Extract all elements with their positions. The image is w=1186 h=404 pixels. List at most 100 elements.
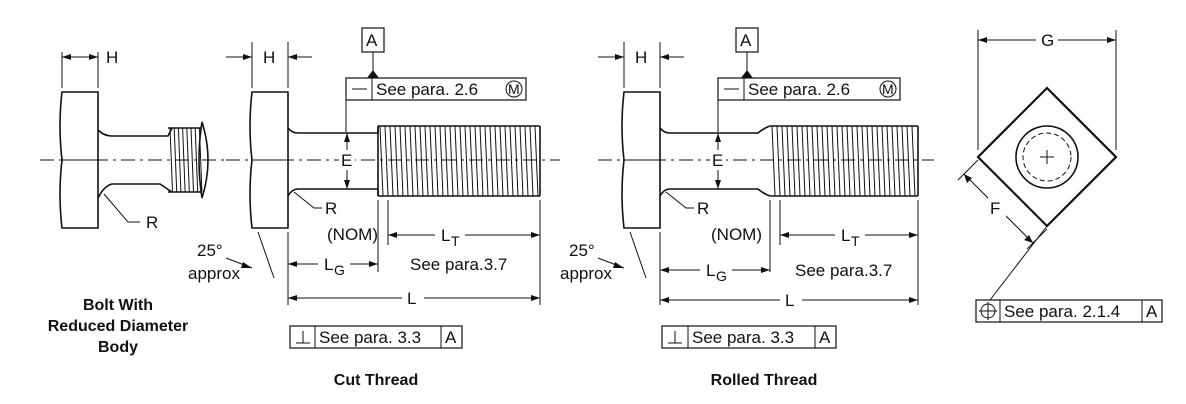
thread-line xyxy=(534,125,539,197)
reduced-body-bolt-view: H R xyxy=(40,48,228,232)
rolled-see37-label: See para.3.7 xyxy=(795,261,892,280)
thread-line xyxy=(384,125,389,197)
thread-line xyxy=(831,125,836,197)
thread-line xyxy=(881,125,886,197)
thread-line xyxy=(781,125,786,197)
thread-line xyxy=(409,125,414,197)
thread-line xyxy=(901,125,906,197)
cut-lt-sub: T xyxy=(451,233,460,249)
cut-lg-sub: G xyxy=(334,262,345,278)
thread-line xyxy=(811,125,816,197)
cut-mmc-symbol: M xyxy=(508,81,520,97)
thread-line xyxy=(519,125,524,197)
thread-line xyxy=(509,125,514,197)
rolled-lg-label: L xyxy=(706,261,715,280)
caption-reduced-line1: Bolt With xyxy=(83,297,153,314)
thread-line xyxy=(791,125,796,197)
f-label: F xyxy=(990,199,1000,218)
thread-line xyxy=(399,125,404,197)
thread-line xyxy=(469,125,474,197)
rolled-perp-datum: A xyxy=(819,328,831,347)
thread-line xyxy=(796,125,801,197)
thread-line xyxy=(841,125,846,197)
rolled-approx-label: approx xyxy=(560,264,612,283)
thread-line xyxy=(404,125,409,197)
cut-h-label: H xyxy=(263,48,275,67)
thread-line xyxy=(771,125,776,197)
caption-reduced-line3: Body xyxy=(98,339,138,356)
thread-line xyxy=(499,125,504,197)
thread-line xyxy=(489,125,494,197)
thread-line xyxy=(866,125,871,197)
cut-perp-datum: A xyxy=(445,328,457,347)
rolled-mmc-symbol: M xyxy=(882,81,894,97)
thread-line xyxy=(449,125,454,197)
thread-line xyxy=(861,125,866,197)
thread-line xyxy=(169,127,174,193)
cut-r-label: R xyxy=(325,199,337,218)
thread-line xyxy=(190,127,195,193)
caption-cut-thread: Cut Thread xyxy=(334,372,418,389)
thread-line xyxy=(871,125,876,197)
thread-line xyxy=(524,125,529,197)
cut-straightness-text: See para. 2.6 xyxy=(376,80,478,99)
thread-line xyxy=(474,125,479,197)
rolled-e-label: E xyxy=(712,151,723,170)
rolled-perp-text: See para. 3.3 xyxy=(692,328,794,347)
thread-line xyxy=(816,125,821,197)
thread-line xyxy=(379,125,384,197)
position-text: See para. 2.1.4 xyxy=(1004,302,1120,321)
thread-line xyxy=(896,125,901,197)
thread-line xyxy=(529,125,534,197)
rolled-thread-view: H A See para. 2.6 M E R 25° approx (N xyxy=(560,27,934,349)
thread-line xyxy=(906,125,911,197)
thread-line xyxy=(776,125,781,197)
rolled-lg-sub: G xyxy=(716,268,727,284)
thread-line xyxy=(394,125,399,197)
thread-line xyxy=(459,125,464,197)
thread-line xyxy=(419,125,424,197)
caption-rolled-thread: Rolled Thread xyxy=(711,372,818,389)
rolled-r-label: R xyxy=(697,199,709,218)
thread-line xyxy=(891,125,896,197)
thread-line xyxy=(911,125,916,197)
thread-line xyxy=(846,125,851,197)
thread-line xyxy=(801,125,806,197)
thread-line xyxy=(851,125,856,197)
thread-line xyxy=(429,125,434,197)
rolled-h-label: H xyxy=(635,48,647,67)
caption-reduced-line2: Reduced Diameter xyxy=(48,318,189,335)
reduced-r-label: R xyxy=(146,213,158,232)
thread-line xyxy=(886,125,891,197)
rolled-angle-label: 25° xyxy=(569,241,595,260)
thread-line xyxy=(514,125,519,197)
rolled-lt-sub: T xyxy=(851,233,860,249)
thread-line xyxy=(464,125,469,197)
cut-datum-a: A xyxy=(366,31,378,50)
cut-l-label: L xyxy=(407,289,416,308)
thread-line xyxy=(494,125,499,197)
thread-line xyxy=(414,125,419,197)
position-datum: A xyxy=(1146,302,1158,321)
thread-line xyxy=(454,125,459,197)
thread-line xyxy=(434,125,439,197)
cut-nom-label: (NOM) xyxy=(327,225,378,244)
thread-line xyxy=(786,125,791,197)
thread-line xyxy=(424,125,429,197)
thread-line xyxy=(484,125,489,197)
thread-line xyxy=(389,125,394,197)
thread-line xyxy=(479,125,484,197)
cut-angle-label: 25° xyxy=(197,241,223,260)
thread-line xyxy=(856,125,861,197)
g-label: G xyxy=(1041,31,1054,50)
thread-line xyxy=(836,125,841,197)
rolled-datum-a: A xyxy=(740,31,752,50)
reduced-h-label: H xyxy=(106,48,118,67)
cut-lt-label: L xyxy=(441,226,450,245)
thread-line xyxy=(821,125,826,197)
rolled-lt-label: L xyxy=(841,226,850,245)
thread-line xyxy=(876,125,881,197)
cut-perp-text: See para. 3.3 xyxy=(319,328,421,347)
thread-line xyxy=(806,125,811,197)
